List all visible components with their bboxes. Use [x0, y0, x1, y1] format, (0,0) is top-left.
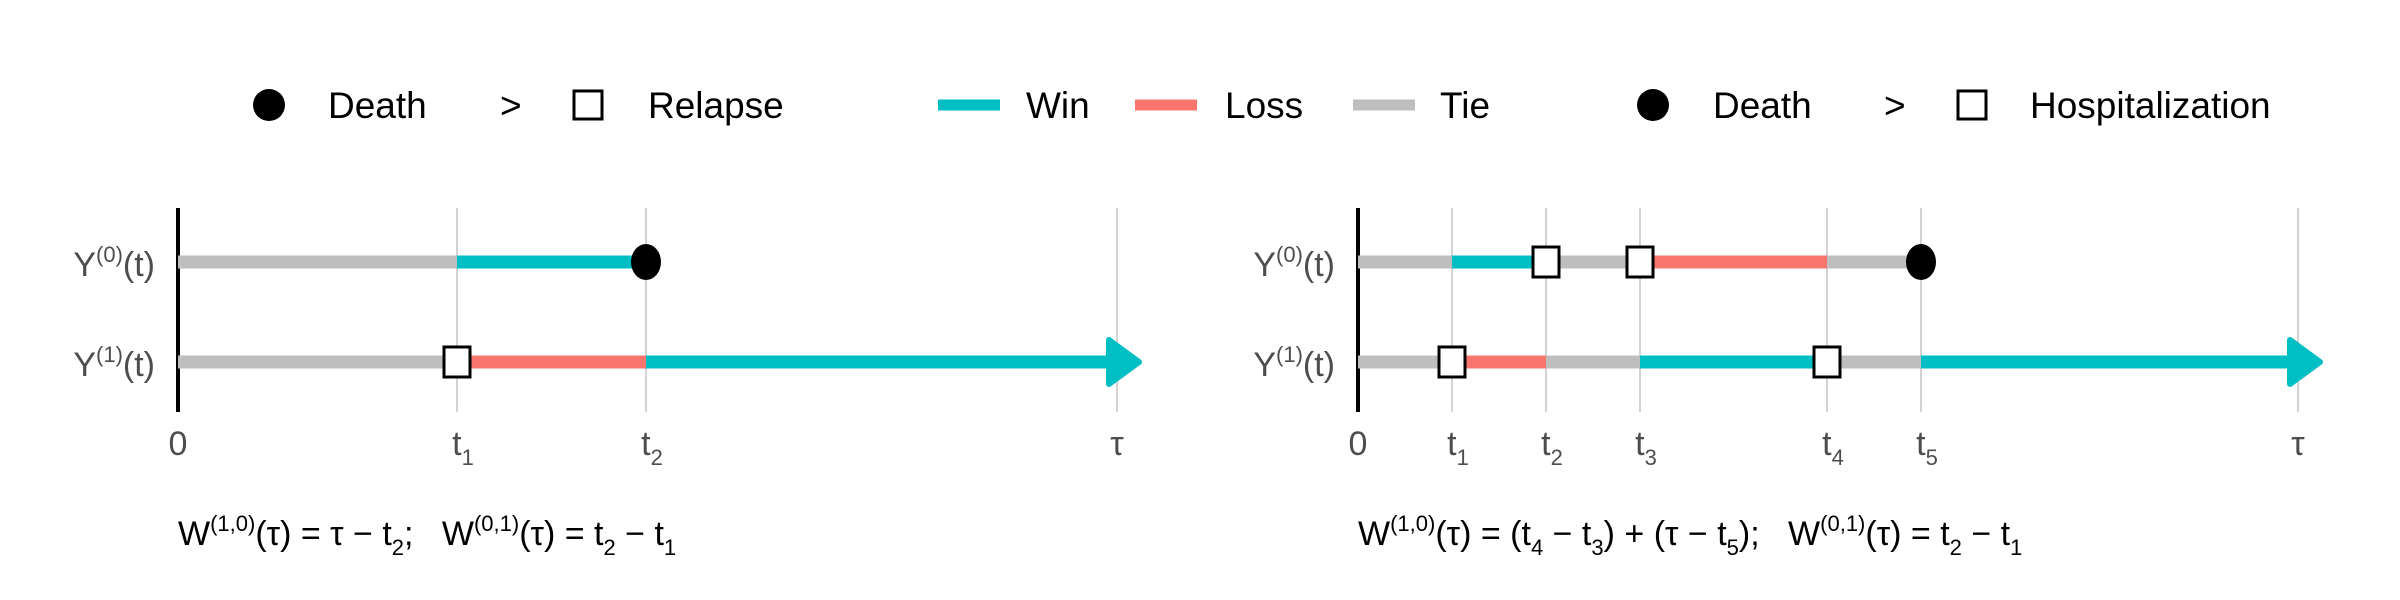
legend-tie: Tie [1440, 85, 1490, 126]
legend-gt-left: > [500, 85, 522, 126]
tick-label: t1 [1447, 425, 1469, 470]
event-marker-icon [1625, 245, 1655, 279]
tick-label: 0 [169, 425, 188, 463]
event-marker-icon [1437, 345, 1467, 379]
tick-label: t2 [641, 425, 663, 470]
tick-label: τ [2291, 425, 2305, 463]
hospitalization-square-icon [1956, 89, 1988, 121]
row-label: Y(1)(t) [1253, 342, 1335, 384]
legend-death-left: Death [328, 85, 427, 126]
legend-relapse: Relapse [648, 85, 784, 126]
tick-label: τ [1110, 425, 1124, 463]
death-marker-icon [631, 244, 661, 280]
tick-label: t1 [452, 425, 474, 470]
arrow-head-icon [2287, 337, 2323, 387]
row-label: Y(0)(t) [1253, 242, 1335, 284]
panel-1: Y(0)(t) Y(1)(t) 0 t1 t2 τW(1,0)(τ) = τ − t2; … [73, 208, 1142, 560]
tick-label: t4 [1822, 425, 1844, 470]
event-marker-icon [1531, 245, 1561, 279]
event-marker-icon [1812, 345, 1842, 379]
death-circle-icon [253, 89, 285, 121]
legend-win: Win [1026, 85, 1090, 126]
row-label: Y(1)(t) [73, 342, 155, 384]
legend-loss: Loss [1225, 85, 1303, 126]
legend: Death > Relapse Win Loss Tie Death > Hos… [253, 85, 2271, 126]
death-marker-icon [1906, 244, 1936, 280]
death-circle-icon [1637, 89, 1669, 121]
tick-label: t5 [1916, 425, 1938, 470]
panel-2: Y(0)(t) Y(1)(t) 0 t1 t2 t3 t4 t5 τW(1,0)(τ) = (t… [1253, 208, 2323, 560]
legend-hospitalization: Hospitalization [2030, 85, 2271, 126]
row-label: Y(0)(t) [73, 242, 155, 284]
tick-label: 0 [1349, 425, 1368, 463]
legend-death-right: Death [1713, 85, 1812, 126]
tick-label: t3 [1635, 425, 1657, 470]
relapse-square-icon [572, 89, 604, 121]
arrow-head-icon [1106, 337, 1142, 387]
event-marker-icon [442, 345, 472, 379]
tick-label: t2 [1541, 425, 1563, 470]
legend-gt-right: > [1884, 85, 1906, 126]
formula: W(1,0)(τ) = τ − t2; W(0,1)(τ) = t2 − t1 [178, 511, 676, 560]
formula: W(1,0)(τ) = (t4 − t3) + (τ − t5); W(0,1)… [1358, 511, 2022, 560]
